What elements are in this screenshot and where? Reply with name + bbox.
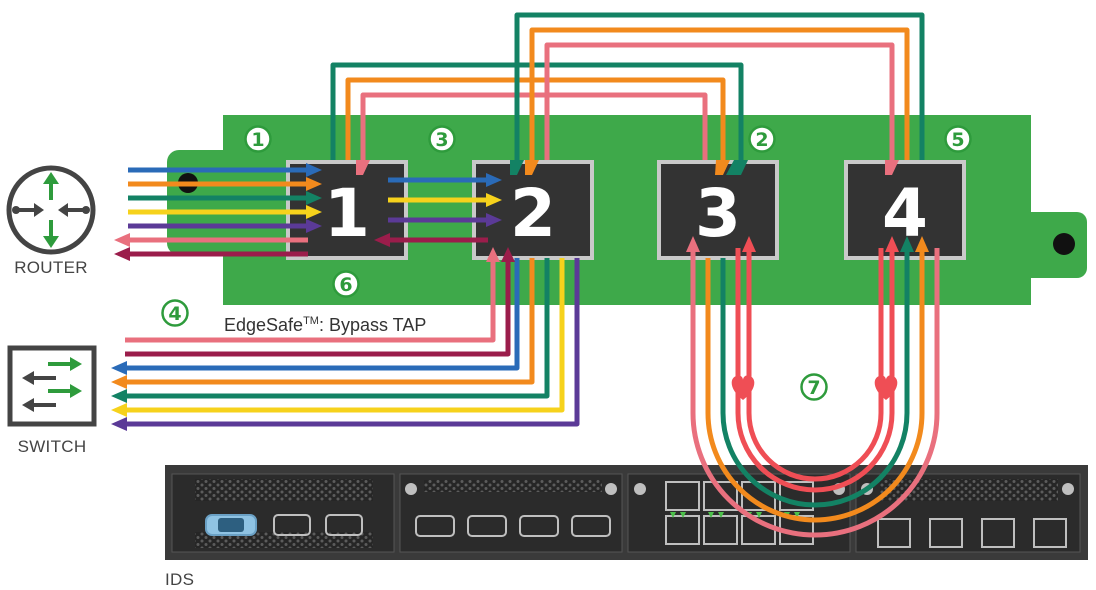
u-loop-red-outer <box>735 248 895 493</box>
callout-3: 3 <box>428 125 456 153</box>
sfp-port-icon <box>519 515 559 537</box>
port-1-label: 1 <box>324 175 370 252</box>
port-3: 3 <box>657 160 779 260</box>
sfp-port-icon <box>415 515 455 537</box>
u-loop-arrowheads <box>686 236 929 252</box>
loop-orange-4-2 <box>529 27 910 160</box>
loop-orange-1-3 <box>345 77 726 160</box>
u-loop-orange <box>705 248 925 523</box>
u-loop-teal <box>720 248 910 508</box>
loop-teal-1-3 <box>330 62 744 160</box>
ids-device <box>165 465 1088 560</box>
port-4-label: 4 <box>882 175 928 252</box>
product-name: EdgeSafe <box>224 315 303 335</box>
rj45-port-icon <box>325 514 363 536</box>
heart-icon <box>731 375 898 400</box>
rj45-port-icon <box>273 514 311 536</box>
loop-teal-4-2 <box>514 12 925 160</box>
router-lines <box>128 167 308 257</box>
u-loops <box>690 248 940 538</box>
port-3-label: 3 <box>695 175 741 252</box>
top-loops <box>330 12 925 160</box>
callout-7: 7 <box>800 373 828 401</box>
rj45-port-row <box>877 518 1067 548</box>
serial-port-icon <box>205 514 257 536</box>
router-icon <box>6 165 96 255</box>
port1-port2-arrowheads <box>374 173 502 247</box>
ids-label: IDS <box>165 570 194 589</box>
loop-pink-2-4 <box>544 42 895 160</box>
callout-1: 1 <box>244 125 272 153</box>
router-arrowheads <box>114 163 322 261</box>
callout-4: 4 <box>161 299 189 327</box>
sfp-port-icon <box>571 515 611 537</box>
trademark: TM <box>303 315 319 327</box>
port1-port2-lines <box>388 177 488 243</box>
product-suffix: : Bypass TAP <box>319 315 426 335</box>
callouts: 1 2 3 4 5 6 7 <box>161 125 972 401</box>
callout-6: 6 <box>332 270 360 298</box>
switch-arrowheads <box>111 247 515 431</box>
switch-icon <box>7 345 97 427</box>
svg-text:4: 4 <box>168 303 181 325</box>
svg-text:3: 3 <box>435 129 448 151</box>
switch-label: SWITCH <box>18 437 87 456</box>
sfp-port-icon <box>467 515 507 537</box>
switch-lines <box>125 258 580 427</box>
product-label: EdgeSafeTM: Bypass TAP <box>224 315 426 335</box>
callout-5: 5 <box>944 125 972 153</box>
u-loop-pink <box>690 248 940 538</box>
u-loop-red-inner <box>746 248 884 482</box>
callout-2: 2 <box>748 125 776 153</box>
svg-text:1: 1 <box>251 129 264 151</box>
svg-text:7: 7 <box>807 377 820 399</box>
port-2-label: 2 <box>510 175 556 252</box>
svg-text:2: 2 <box>755 129 768 151</box>
mount-hole-right <box>1053 233 1075 255</box>
top-arrowheads <box>356 160 899 175</box>
svg-text:6: 6 <box>339 274 352 296</box>
router-label: ROUTER <box>14 258 88 277</box>
port-2: 2 <box>472 160 594 260</box>
svg-text:5: 5 <box>951 129 964 151</box>
